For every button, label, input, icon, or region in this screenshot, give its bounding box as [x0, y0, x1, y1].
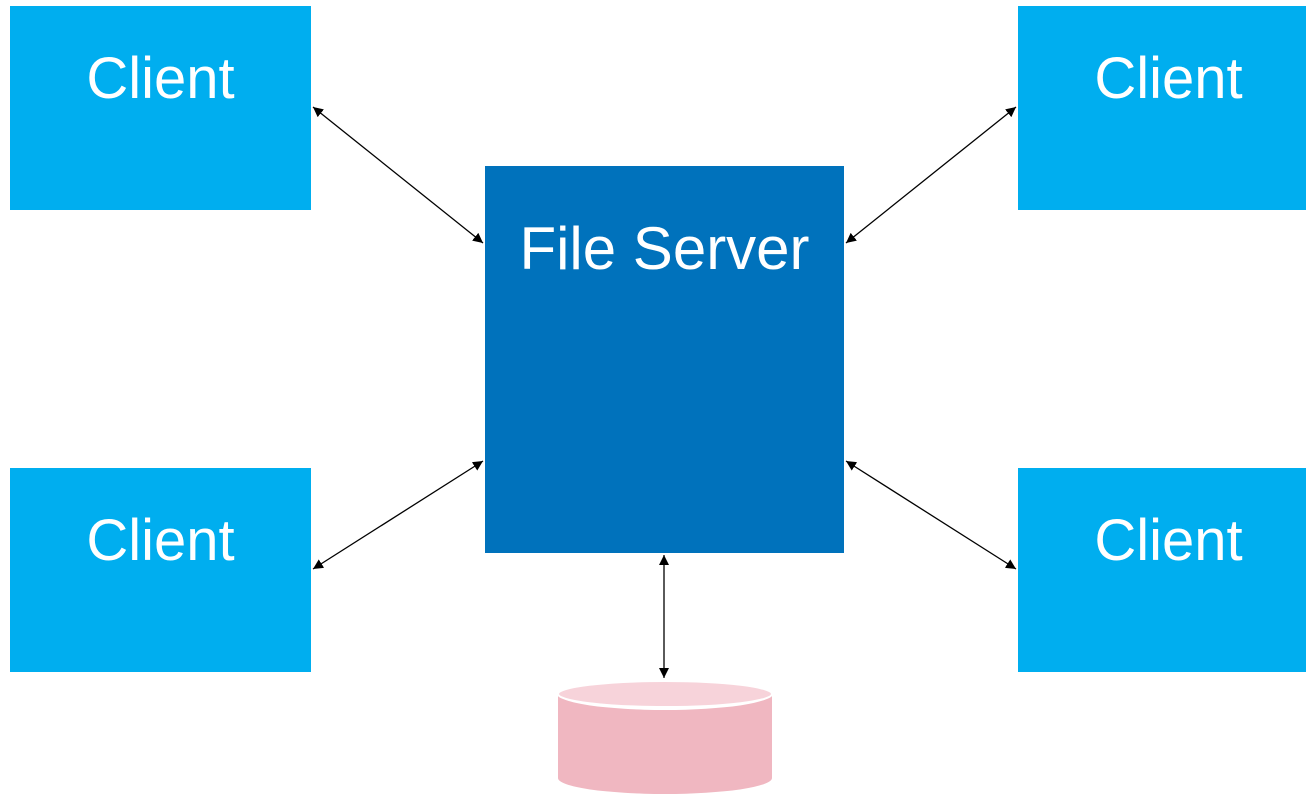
database-cylinder-icon	[557, 680, 773, 794]
arrow-client-bottom-left-server	[312, 460, 484, 570]
client-node-bottom-right: Client	[1018, 468, 1306, 672]
arrow-client-top-right-server	[845, 106, 1017, 244]
client-label: Client	[86, 508, 235, 573]
storage-body	[558, 694, 772, 794]
arrow-client-bottom-right-server	[845, 460, 1017, 570]
arrow-client-top-left-server	[312, 106, 484, 244]
storage-top	[557, 680, 773, 708]
file-server-label: File Server	[519, 215, 810, 282]
client-node-top-right: Client	[1018, 6, 1306, 210]
client-label: Client	[1094, 46, 1243, 111]
client-label: Client	[1094, 508, 1243, 573]
file-server-node: File Server	[485, 166, 844, 553]
client-node-bottom-left: Client	[10, 468, 311, 672]
client-label: Client	[86, 46, 235, 111]
client-node-top-left: Client	[10, 6, 311, 210]
